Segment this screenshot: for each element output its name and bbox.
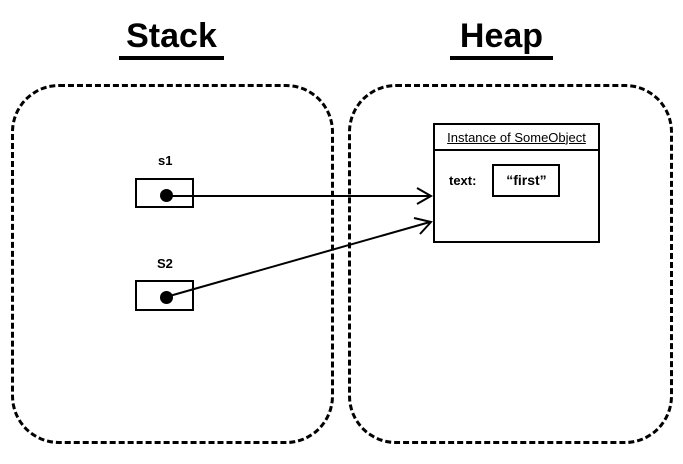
heap-object-header-label: Instance of SomeObject: [447, 129, 586, 145]
heap-object-header: Instance of SomeObject: [435, 125, 598, 151]
reference-dot-s1: [160, 189, 173, 202]
reference-dot-s2: [160, 291, 173, 304]
variable-label-s2: S2: [157, 256, 173, 271]
field-label-text: text:: [449, 172, 477, 188]
heap-region-title: Heap: [450, 19, 553, 60]
variable-label-s1: s1: [158, 153, 173, 168]
heap-object-field-row: text: “first”: [435, 151, 598, 209]
stack-region-title: Stack: [119, 19, 224, 60]
field-value-box: “first”: [492, 163, 561, 197]
field-value-label: “first”: [506, 172, 547, 188]
heap-object-box: Instance of SomeObject text: “first”: [433, 123, 600, 243]
